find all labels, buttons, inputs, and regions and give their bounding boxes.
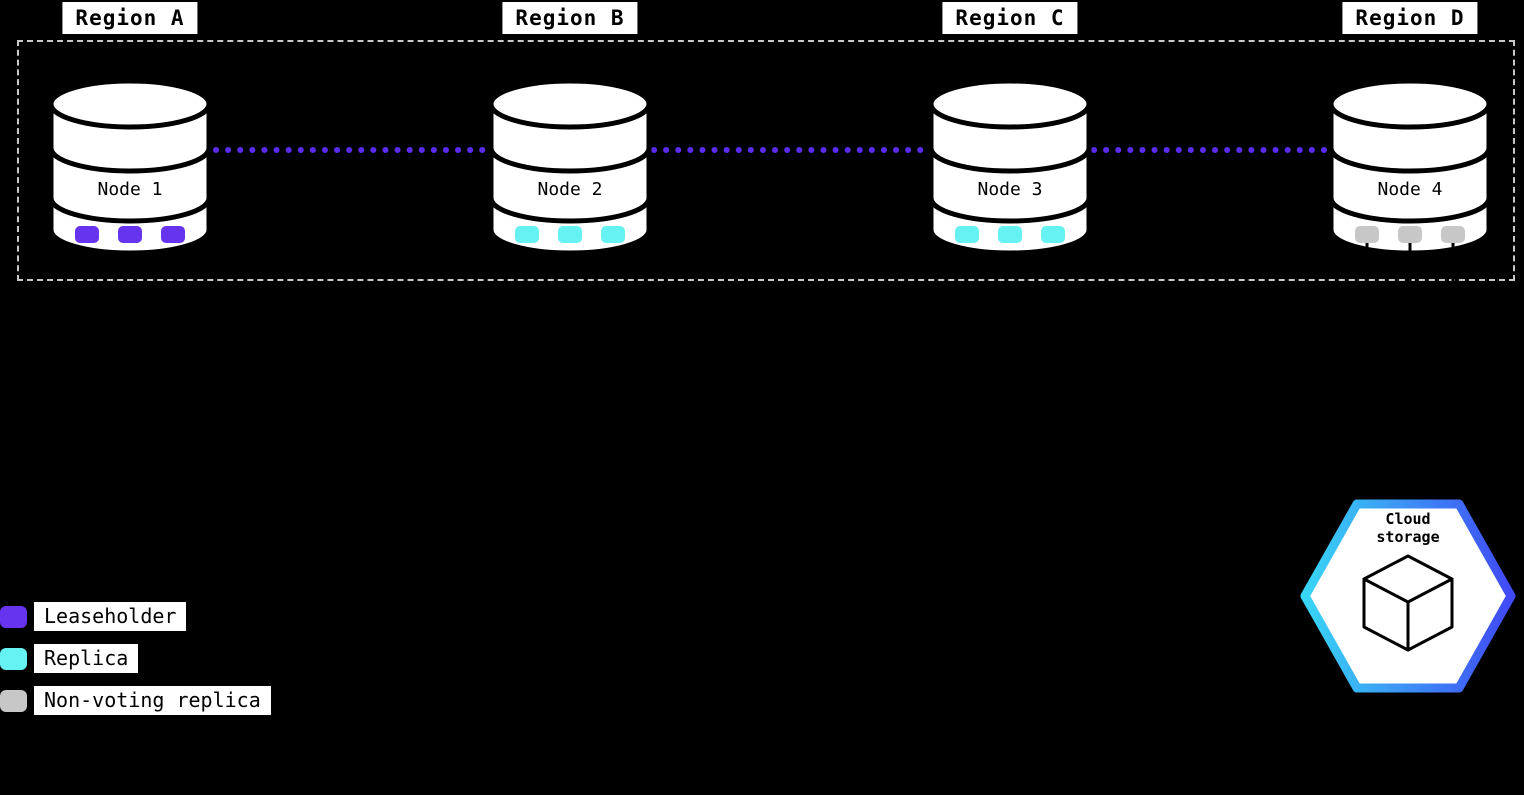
database-cylinder-icon: Node 1 — [48, 78, 212, 256]
node-label: Node 4 — [1377, 179, 1442, 200]
cylinder-divider — [488, 147, 652, 174]
legend-item-leaseholder: Leaseholder — [0, 602, 271, 631]
node-label: Node 3 — [977, 179, 1042, 200]
swatch-rect — [0, 689, 27, 712]
cylinder-top — [488, 78, 652, 130]
cylinder-divider — [488, 197, 652, 224]
legend-label: Leaseholder — [34, 602, 187, 631]
node-label: Node 1 — [97, 179, 162, 200]
non-voting-replica-square — [1398, 226, 1422, 243]
cloud-storage-hexagon-icon: Cloud storage — [1300, 499, 1516, 693]
node-label: Node 2 — [537, 179, 602, 200]
cloud-storage-label-line1: Cloud — [1385, 510, 1430, 528]
cylinder-divider — [928, 147, 1092, 174]
leaseholder-square — [118, 226, 142, 243]
legend-item-replica: Replica — [0, 644, 271, 673]
cylinder-top — [1328, 78, 1492, 130]
cube-left-face — [1362, 579, 1410, 652]
leaseholder-square — [75, 226, 99, 243]
cube-right-face — [1407, 579, 1454, 652]
replica-swatch-icon — [0, 647, 27, 670]
swatch-rect — [0, 605, 27, 628]
replica-square — [1041, 226, 1065, 243]
cloud-storage: Cloud storage — [1299, 496, 1517, 700]
region-label-d: Region D — [1342, 2, 1478, 34]
legend: Leaseholder Replica Non-voting replica — [0, 602, 271, 728]
non-voting-replica-swatch-icon — [0, 689, 27, 712]
swatch-rect — [0, 647, 27, 670]
cylinder-divider — [928, 197, 1092, 224]
region-label-a: Region A — [62, 2, 198, 34]
hexagon-shape — [1300, 499, 1516, 693]
database-cylinder-icon: Node 2 — [488, 78, 652, 256]
region-label-b: Region B — [502, 2, 638, 34]
node-3: Node 3 — [928, 78, 1092, 290]
replica-square — [515, 226, 539, 243]
cylinder-divider — [1328, 147, 1492, 174]
legend-label: Non-voting replica — [34, 686, 271, 715]
replica-square — [955, 226, 979, 243]
non-voting-replica-square — [1441, 226, 1465, 243]
replication-connectors — [213, 147, 1329, 153]
cylinder-divider — [48, 147, 212, 174]
replica-square — [998, 226, 1022, 243]
cube-icon — [1362, 554, 1454, 652]
region-label-c: Region C — [942, 2, 1078, 34]
legend-label: Replica — [34, 644, 139, 673]
replica-square — [558, 226, 582, 243]
leaseholder-square — [161, 226, 185, 243]
node-2: Node 2 — [488, 78, 652, 290]
leaseholder-swatch-icon — [0, 605, 27, 628]
database-cylinder-icon: Node 4 — [1328, 78, 1492, 281]
cluster-boundary — [17, 40, 1515, 281]
node-4: Node 4 — [1328, 78, 1492, 290]
cylinder-divider — [1328, 197, 1492, 224]
legend-item-non-voting-replica: Non-voting replica — [0, 686, 271, 715]
cylinder-top — [928, 78, 1092, 130]
cylinder-top — [48, 78, 212, 130]
cloud-storage-label-line2: storage — [1376, 528, 1439, 546]
non-voting-replica-square — [1355, 226, 1379, 243]
database-cylinder-icon: Node 3 — [928, 78, 1092, 256]
node-1: Node 1 — [48, 78, 212, 290]
cylinder-divider — [48, 197, 212, 224]
replica-square — [601, 226, 625, 243]
